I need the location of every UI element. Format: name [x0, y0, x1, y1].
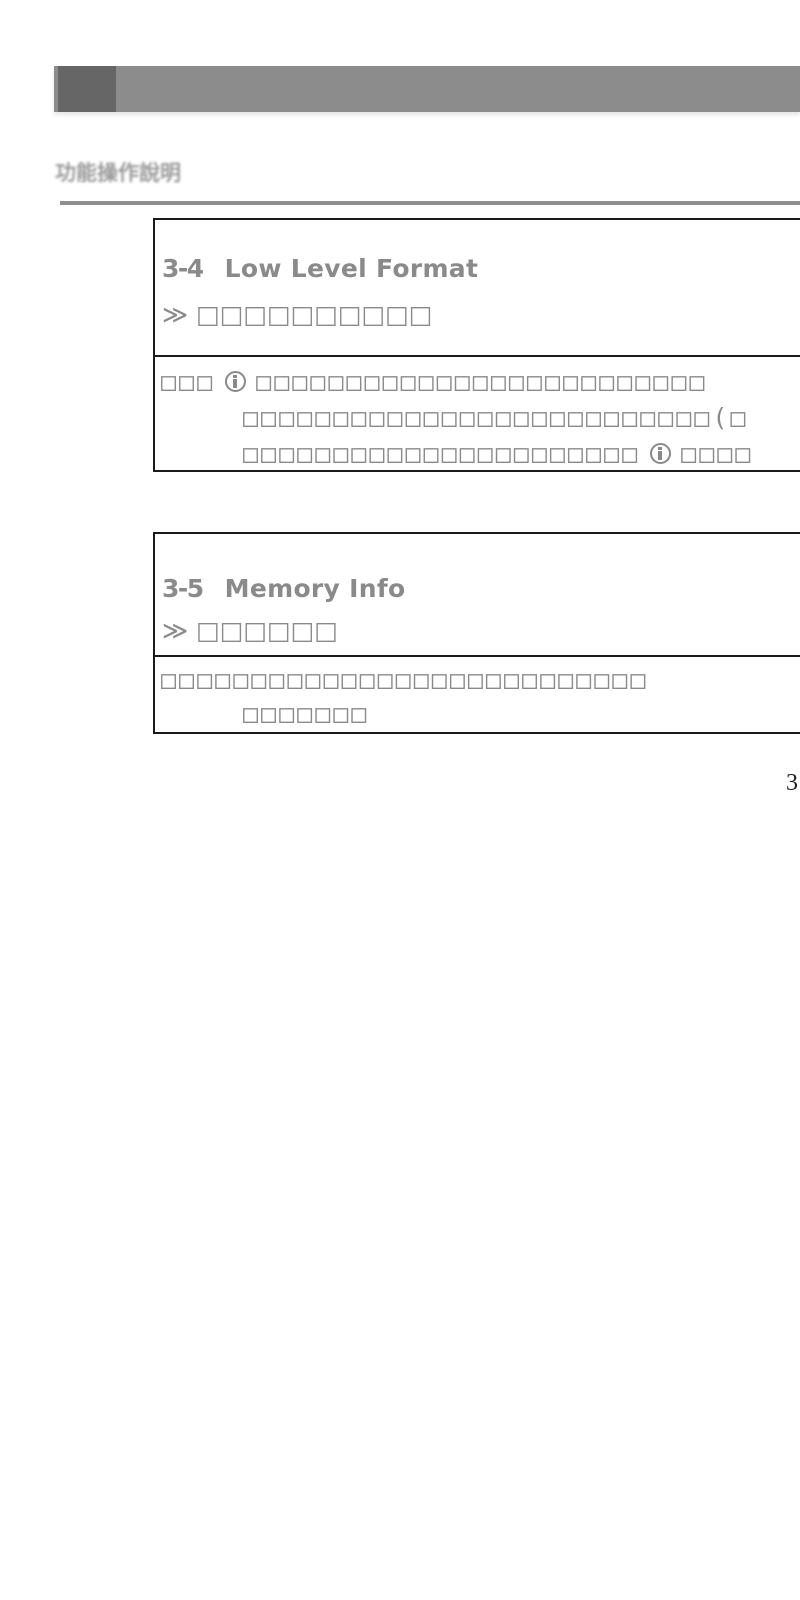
body-label: □□□	[161, 665, 216, 694]
body-text: □□□□	[681, 439, 754, 468]
section-number: 3-5	[162, 574, 204, 603]
header-band	[54, 66, 800, 112]
header-band-accent	[58, 66, 116, 112]
section-title-text: Low Level Format	[224, 254, 479, 283]
section-subtitle: ≫□□□□□□□□□□	[162, 300, 432, 329]
section-number: 3-4	[162, 254, 204, 283]
chevron-icon: ≫	[162, 616, 189, 645]
body-text: □□□□□□□□□□□□□□□□□□□□□□□□□□(□	[243, 403, 749, 432]
body-text: □□□□□□□□□□□□□□□□□□□□□□□□	[215, 665, 649, 694]
body-line-3: □□□□□□□□□□□□□□□□□□□□□□□□□□	[243, 439, 800, 468]
section-subtitle-text: □□□□□□□□□□	[196, 300, 433, 329]
body-label: □□□	[161, 367, 216, 396]
section-box-header: 3-4 Low Level Format ≫□□□□□□□□□□	[155, 220, 800, 357]
body-line-2: □□□□□□□	[243, 699, 800, 728]
info-icon	[650, 443, 672, 464]
section-subtitle-text: □□□□□□	[196, 616, 338, 645]
chevron-icon: ≫	[162, 300, 189, 329]
body-text: □□□□□□□□□□□□□□□□□□□□□□□□□	[256, 367, 708, 396]
section-divider	[60, 201, 800, 205]
page-number: 3	[786, 770, 798, 796]
section-subtitle: ≫□□□□□□	[162, 616, 338, 645]
body-line-1: □□□□□□□□□□□□□□□□□□□□□□□□□□□	[161, 665, 800, 694]
section-title: 3-4 Low Level Format	[162, 254, 478, 283]
section-title-text: Memory Info	[224, 574, 406, 603]
body-text: □□□□□□□	[243, 699, 370, 728]
section-box-header: 3-5 Memory Info ≫□□□□□□	[155, 534, 800, 657]
body-line-1: □□□□□□□□□□□□□□□□□□□□□□□□□□□□	[161, 367, 800, 396]
section-heading: 功能操作說明	[55, 161, 181, 185]
body-line-2: □□□□□□□□□□□□□□□□□□□□□□□□□□(□	[243, 403, 800, 432]
section-title: 3-5 Memory Info	[162, 574, 406, 603]
info-icon	[225, 371, 247, 392]
body-text: □□□□□□□□□□□□□□□□□□□□□□	[243, 439, 641, 468]
